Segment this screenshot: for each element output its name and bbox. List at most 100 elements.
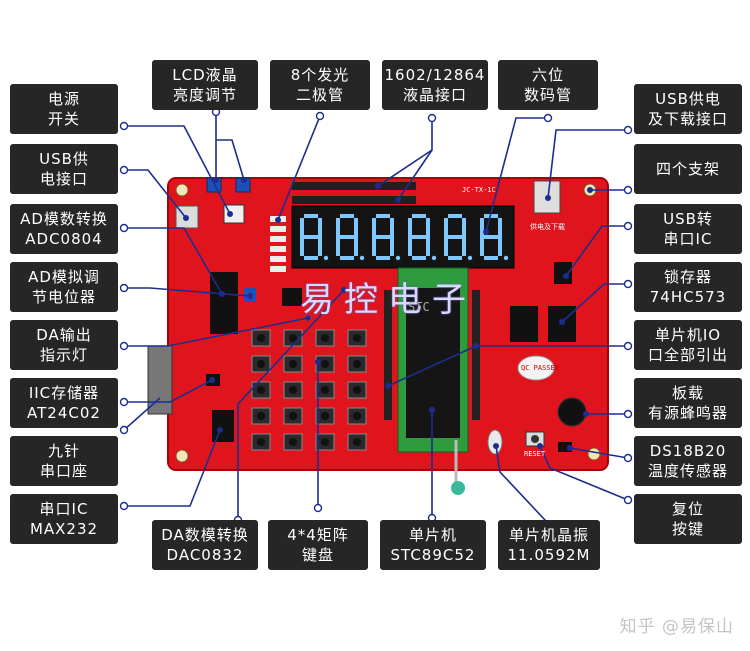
line-eeprom bbox=[124, 379, 213, 403]
decimal-point bbox=[323, 255, 329, 261]
segment bbox=[462, 218, 466, 237]
segment bbox=[498, 237, 502, 256]
keypad-key-cap bbox=[321, 412, 329, 420]
segment bbox=[372, 218, 376, 237]
label-usb-power: USB供电接口 bbox=[10, 144, 118, 194]
keypad-key-cap bbox=[321, 334, 329, 342]
segment bbox=[412, 235, 426, 239]
small-ic bbox=[282, 288, 302, 306]
label-seven-seg: 六位数码管 bbox=[498, 60, 598, 110]
segment bbox=[426, 218, 430, 237]
ds18b20-sensor bbox=[558, 442, 572, 452]
label-lcd-brightness: LCD液晶亮度调节 bbox=[152, 60, 258, 110]
standoff-hole bbox=[175, 183, 189, 197]
segment bbox=[426, 237, 430, 256]
io-header-left bbox=[384, 290, 392, 420]
decimal-point bbox=[467, 255, 473, 261]
keypad-key-cap bbox=[321, 386, 329, 394]
reset-cap bbox=[531, 435, 539, 443]
decimal-point bbox=[359, 255, 365, 261]
usb-silk: 供电及下载 bbox=[530, 223, 565, 231]
segment bbox=[354, 218, 358, 237]
crystal bbox=[487, 429, 503, 455]
segment bbox=[376, 256, 390, 260]
line-pot bbox=[124, 287, 251, 297]
segment bbox=[354, 237, 358, 256]
line-adc bbox=[124, 227, 223, 295]
line-io-2 bbox=[387, 345, 477, 387]
callout-end-dots bbox=[183, 177, 593, 451]
keypad-key-cap bbox=[257, 412, 265, 420]
callout-dots bbox=[119, 107, 633, 541]
seven-segment-digits bbox=[300, 214, 509, 261]
label-pot: AD模拟调节电位器 bbox=[10, 262, 118, 312]
standoff-hole bbox=[587, 447, 601, 461]
line-db9 bbox=[123, 397, 161, 431]
qc-mark: QC PASSED bbox=[521, 364, 559, 372]
callout-lines bbox=[123, 112, 629, 537]
keypad-key-cap bbox=[289, 386, 297, 394]
segment bbox=[444, 237, 448, 256]
label-leds: 8个发光二极管 bbox=[270, 60, 370, 110]
segment bbox=[390, 237, 394, 256]
buzzer bbox=[557, 397, 587, 427]
segment bbox=[448, 235, 462, 239]
segment bbox=[484, 256, 498, 260]
keypad-key-cap bbox=[289, 360, 297, 368]
keypad-key-cap bbox=[257, 360, 265, 368]
label-keypad: 4*4矩阵键盘 bbox=[268, 520, 368, 570]
label-buzzer: 板载有源蜂鸣器 bbox=[634, 378, 742, 428]
segment bbox=[376, 235, 390, 239]
segment bbox=[480, 218, 484, 237]
lcd-header bbox=[292, 182, 416, 190]
segment bbox=[300, 237, 304, 256]
label-usb-serial: USB转串口IC bbox=[634, 204, 742, 254]
keypad-key-cap bbox=[353, 386, 361, 394]
line-usb-serial bbox=[565, 225, 628, 277]
label-standoffs: 四个支架 bbox=[634, 144, 742, 194]
usb-serial-ic bbox=[554, 262, 572, 284]
segment bbox=[408, 218, 412, 237]
decimal-point bbox=[431, 255, 437, 261]
line-crystal bbox=[495, 445, 561, 537]
segment bbox=[340, 235, 354, 239]
segment bbox=[300, 218, 304, 237]
segment bbox=[412, 256, 426, 260]
segment bbox=[376, 214, 390, 218]
segment bbox=[372, 237, 376, 256]
label-da-led: DA输出指示灯 bbox=[10, 320, 118, 370]
line-usb-download bbox=[547, 129, 628, 199]
segment bbox=[498, 218, 502, 237]
segment bbox=[412, 214, 426, 218]
mcu-chip bbox=[406, 288, 460, 438]
line-reset bbox=[539, 445, 629, 501]
max232-chip bbox=[212, 410, 234, 442]
keypad-key-cap bbox=[257, 334, 265, 342]
keypad-key-cap bbox=[353, 334, 361, 342]
keypad-key-cap bbox=[257, 386, 265, 394]
keypad-key-cap bbox=[321, 438, 329, 446]
label-db9: 九针串口座 bbox=[10, 436, 118, 486]
line-dac bbox=[237, 289, 345, 520]
segment bbox=[390, 218, 394, 237]
line-ds18b20 bbox=[569, 447, 629, 459]
segment bbox=[318, 237, 322, 256]
line-lcd-brightness-2 bbox=[216, 139, 245, 181]
lcd-header-2 bbox=[292, 196, 416, 204]
db9-connector bbox=[147, 345, 173, 415]
line-da-led bbox=[124, 317, 309, 347]
line-leds bbox=[277, 115, 321, 221]
keypad-key-cap bbox=[289, 412, 297, 420]
reset-silk: RESET bbox=[524, 450, 546, 458]
